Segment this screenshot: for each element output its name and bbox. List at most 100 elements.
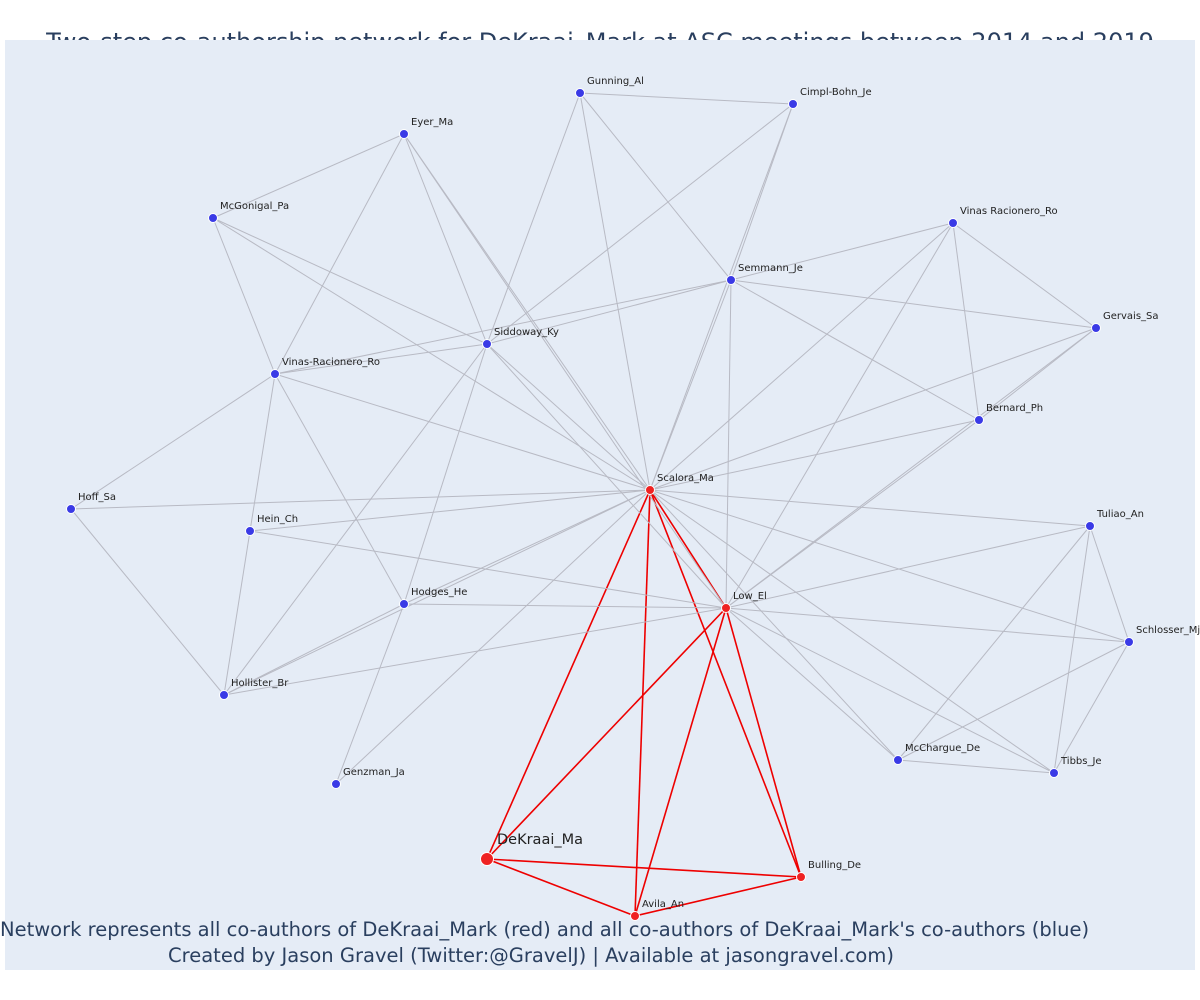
edge-schlosser-mj-mcchargue-de — [897, 641, 1130, 761]
network-graph: DeKraai_MaScalora_MaLow_ElAvila_AnBullin… — [66, 76, 1200, 921]
edge-tuliao-an-mcchargue-de — [897, 525, 1091, 761]
node-hein-ch[interactable] — [245, 526, 255, 536]
edge-gunning-al-cimpl-bohn-je — [579, 92, 794, 105]
edge-scalora-ma-low-el — [649, 489, 727, 609]
node-label-siddoway-ky: Siddoway_Ky — [494, 327, 559, 338]
edge-cimpl-bohn-je-semmann-je — [730, 103, 794, 281]
edge-tuliao-an-low-el — [725, 525, 1091, 609]
node-semmann-je[interactable] — [726, 275, 736, 285]
first-degree-edges — [486, 489, 802, 917]
node-label-hoff-sa: Hoff_Sa — [78, 492, 116, 503]
node-label-semmann-je: Semmann_Je — [738, 263, 803, 274]
node-vinas-racionero-ro[interactable] — [948, 218, 958, 228]
node-avila-an[interactable] — [630, 911, 640, 921]
node-eyer-ma[interactable] — [399, 129, 409, 139]
edge-semmann-je-vinas-racionero-ro — [274, 279, 732, 375]
edge-dekraai-ma-scalora-ma — [486, 489, 651, 860]
edge-dekraai-ma-bulling-de — [486, 858, 802, 878]
node-scalora-ma[interactable] — [645, 485, 655, 495]
edge-mcgonigal-pa-vinas-racionero-ro — [212, 217, 276, 375]
node-label-mcgonigal-pa: McGonigal_Pa — [220, 201, 289, 212]
second-degree-edges — [70, 92, 1130, 785]
edge-hodges-he-hollister-br — [223, 603, 405, 696]
edge-hodges-he-genzman-ja — [335, 603, 405, 785]
edge-schlosser-mj-tibbs-je — [1053, 641, 1130, 774]
edge-eyer-ma-vinas-racionero-ro — [274, 133, 405, 375]
node-label-scalora-ma: Scalora_Ma — [657, 473, 714, 484]
node-mcchargue-de[interactable] — [893, 755, 903, 765]
node-label-gunning-al: Gunning_Al — [587, 76, 644, 87]
edge-tuliao-an-tibbs-je — [1053, 525, 1091, 774]
node-schlosser-mj[interactable] — [1124, 637, 1134, 647]
edge-tibbs-je-low-el — [725, 607, 1055, 774]
node-label-schlosser-mj: Schlosser_Mj — [1136, 625, 1200, 636]
node-label-vinas-racionero-ro: Vinas-Racionero_Ro — [282, 357, 380, 368]
node-label-dekraai-ma: DeKraai_Ma — [497, 832, 583, 848]
node-label-genzman-ja: Genzman_Ja — [343, 767, 405, 778]
edge-eyer-ma-mcgonigal-pa — [212, 133, 405, 219]
node-low-el[interactable] — [721, 603, 731, 613]
edge-schlosser-mj-scalora-ma — [649, 489, 1130, 643]
edge-vinas-racionero-ro-scalora-ma — [274, 373, 651, 491]
node-hodges-he[interactable] — [399, 599, 409, 609]
edge-genzman-ja-scalora-ma — [335, 489, 651, 785]
node-gervais-sa[interactable] — [1091, 323, 1101, 333]
node-label-hollister-br: Hollister_Br — [231, 678, 289, 689]
edge-mcgonigal-pa-siddoway-ky — [212, 217, 488, 345]
edge-avila-an-bulling-de — [634, 876, 802, 917]
edge-low-el-avila-an — [634, 607, 727, 917]
edge-mcgonigal-pa-scalora-ma — [212, 217, 651, 491]
edge-semmann-je-bernard-ph — [730, 279, 980, 421]
node-siddoway-ky[interactable] — [482, 339, 492, 349]
edge-hodges-he-low-el — [403, 603, 727, 609]
node-label-cimpl-bohn-je: Cimpl-Bohn_Je — [800, 87, 872, 98]
edge-tuliao-an-scalora-ma — [649, 489, 1091, 527]
node-bulling-de[interactable] — [796, 872, 806, 882]
node-tibbs-je[interactable] — [1049, 768, 1059, 778]
node-gunning-al[interactable] — [575, 88, 585, 98]
edge-hollister-br-scalora-ma — [223, 489, 651, 696]
node-dekraai-ma[interactable] — [480, 852, 494, 866]
node-vinas-racionero-ro[interactable] — [270, 369, 280, 379]
edge-semmann-je-gervais-sa — [730, 279, 1097, 329]
node-bernard-ph[interactable] — [974, 415, 984, 425]
node-hollister-br[interactable] — [219, 690, 229, 700]
edge-hoff-sa-hollister-br — [70, 508, 225, 696]
edge-siddoway-ky-hodges-he — [403, 343, 488, 605]
edge-gunning-al-siddoway-ky — [486, 92, 581, 345]
edge-semmann-je-siddoway-ky — [486, 279, 732, 345]
edge-hollister-br-low-el — [223, 607, 727, 696]
edge-hein-ch-hollister-br — [223, 530, 251, 696]
node-label-gervais-sa: Gervais_Sa — [1103, 311, 1159, 322]
node-tuliao-an[interactable] — [1085, 521, 1095, 531]
node-mcgonigal-pa[interactable] — [208, 213, 218, 223]
edge-siddoway-ky-vinas-racionero-ro — [274, 343, 488, 375]
edge-eyer-ma-siddoway-ky — [403, 133, 488, 345]
footer-credit: Created by Jason Gravel (Twitter:@Gravel… — [168, 944, 894, 967]
edge-gunning-al-semmann-je — [579, 92, 732, 281]
edge-semmann-je-low-el — [725, 279, 732, 609]
edge-siddoway-ky-scalora-ma — [486, 343, 651, 491]
edge-semmann-je-scalora-ma — [649, 279, 732, 491]
node-hoff-sa[interactable] — [66, 504, 76, 514]
edge-vinas-racionero-ro-semmann-je — [730, 222, 954, 281]
node-label-bulling-de: Bulling_De — [808, 860, 861, 871]
edge-cimpl-bohn-je-siddoway-ky — [486, 103, 794, 345]
edge-eyer-ma-low-el — [403, 133, 727, 609]
edge-vinas-racionero-ro-low-el — [725, 222, 954, 609]
edge-hein-ch-scalora-ma — [249, 489, 651, 532]
edge-vinas-racionero-ro-hein-ch — [249, 373, 276, 532]
node-genzman-ja[interactable] — [331, 779, 341, 789]
node-label-avila-an: Avila_An — [642, 899, 684, 910]
edge-gervais-sa-low-el — [725, 327, 1097, 609]
node-label-bernard-ph: Bernard_Ph — [986, 403, 1043, 414]
edge-gervais-sa-scalora-ma — [649, 327, 1097, 491]
edge-vinas-racionero-ro-bernard-ph — [952, 222, 980, 421]
edge-dekraai-ma-low-el — [486, 607, 727, 860]
node-cimpl-bohn-je[interactable] — [788, 99, 798, 109]
node-label-vinas-racionero-ro: Vinas Racionero_Ro — [960, 206, 1058, 217]
node-label-hein-ch: Hein_Ch — [257, 514, 298, 525]
edge-tibbs-je-scalora-ma — [649, 489, 1055, 774]
edge-gunning-al-scalora-ma — [579, 92, 651, 491]
